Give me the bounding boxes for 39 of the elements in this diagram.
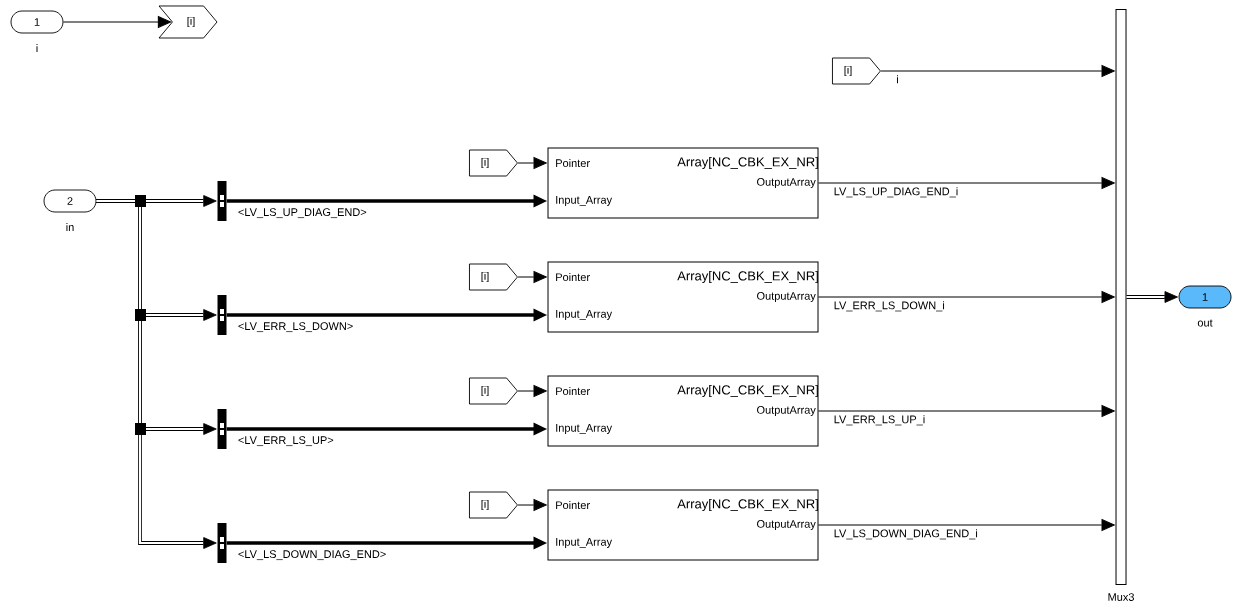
signal-arrow — [818, 519, 1115, 531]
signal-arrow — [880, 65, 1115, 77]
goto-tag: [i] — [158, 5, 218, 39]
function-block: Pointer Array[NC_CBK_EX_NR] OutputArray Input_Array — [547, 261, 819, 333]
from-tag: [i] — [469, 377, 518, 405]
signal-arrow — [517, 157, 547, 169]
signal-label: LV_ERR_LS_DOWN_i — [832, 300, 946, 313]
function-block: Pointer Array[NC_CBK_EX_NR] OutputArray Input_Array — [547, 375, 819, 447]
signal-arrow — [818, 405, 1115, 417]
signal-label: <LV_LS_DOWN_DIAG_END> — [236, 549, 388, 562]
port-box: 1 — [1178, 285, 1232, 309]
signal-arrow — [96, 199, 217, 549]
signal-arrow — [517, 499, 547, 511]
signal-label: LV_LS_DOWN_DIAG_END_i — [832, 528, 979, 541]
port-label: out — [1197, 319, 1213, 327]
from-tag: [i] — [469, 149, 518, 177]
signal-arrow — [517, 385, 547, 397]
function-block: Pointer Array[NC_CBK_EX_NR] OutputArray Input_Array — [547, 489, 819, 561]
port-box: 1 — [10, 10, 64, 34]
from-tag: [i] — [469, 263, 518, 291]
port-label: in — [66, 223, 74, 231]
signal-label: i — [895, 74, 900, 85]
signal-arrow — [517, 271, 547, 283]
signal-label: <LV_LS_UP_DIAG_END> — [236, 207, 368, 220]
port-label: Mux3 — [1108, 593, 1134, 601]
signal-label: <LV_ERR_LS_UP> — [236, 435, 335, 448]
signal-arrow — [818, 177, 1115, 189]
port-label: i — [36, 44, 38, 52]
mux-bar — [1115, 9, 1127, 585]
port-box: 2 — [43, 189, 97, 213]
signal-label: LV_LS_UP_DIAG_END_i — [832, 186, 960, 199]
signal-arrow — [62, 16, 172, 28]
from-tag: [i] — [832, 57, 881, 85]
from-tag: [i] — [469, 491, 518, 519]
signal-arrow — [1126, 291, 1178, 303]
function-block: Pointer Array[NC_CBK_EX_NR] OutputArray Input_Array — [547, 147, 819, 219]
signal-label: LV_ERR_LS_UP_i — [832, 414, 927, 427]
signal-arrow — [818, 291, 1115, 303]
signal-label: <LV_ERR_LS_DOWN> — [236, 321, 355, 334]
